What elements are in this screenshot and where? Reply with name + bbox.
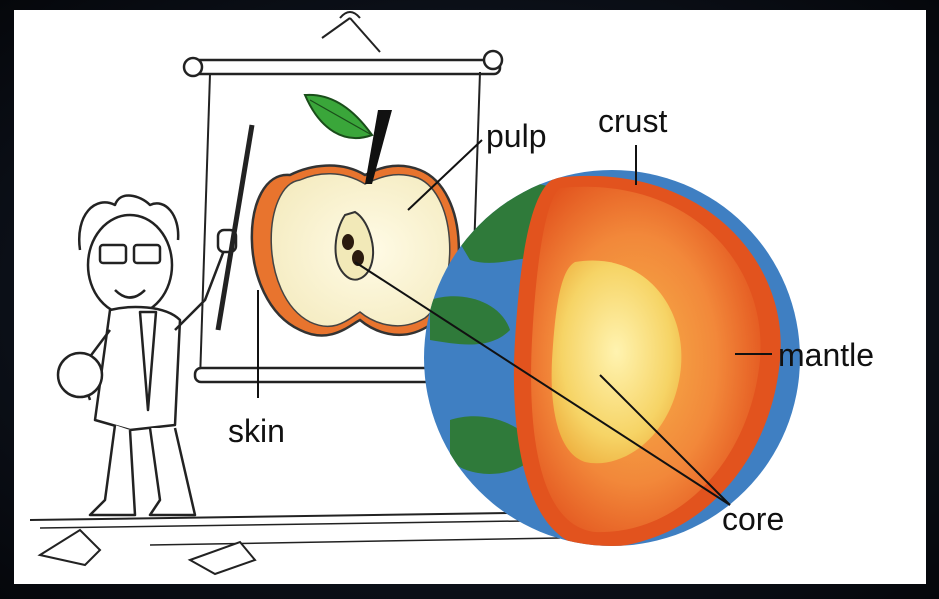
hook-icon	[340, 12, 360, 18]
professor-figure	[58, 125, 252, 515]
jacket	[95, 307, 180, 430]
apple-seed-icon	[342, 234, 354, 250]
apple-core-scrap-icon	[190, 542, 255, 574]
label-pulp: pulp	[486, 118, 547, 154]
pointer-stick	[218, 125, 252, 330]
right-leg	[150, 428, 195, 515]
label-core: core	[722, 501, 784, 537]
label-mantle: mantle	[778, 337, 874, 373]
glasses-icon	[100, 245, 126, 263]
apple-cross-section	[252, 95, 459, 336]
held-apple-icon	[58, 353, 102, 397]
head	[88, 215, 172, 315]
label-crust: crust	[598, 103, 667, 139]
floor	[30, 512, 590, 574]
label-skin: skin	[228, 413, 285, 449]
top-roller	[190, 60, 500, 74]
apple-core-scrap-icon	[40, 530, 100, 565]
earth-cross-section	[424, 170, 800, 548]
left-leg	[90, 425, 135, 515]
